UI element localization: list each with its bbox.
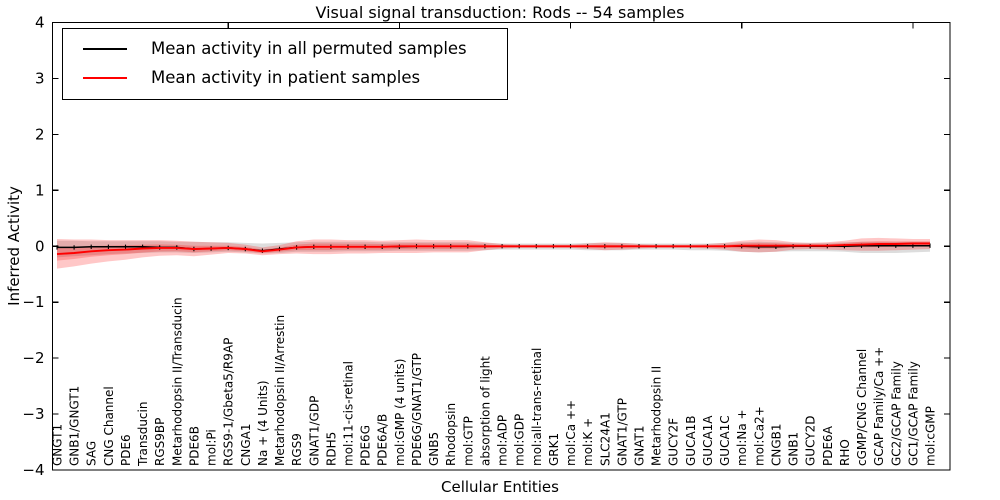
chart-title: Visual signal transduction: Rods -- 54 s… [315, 3, 685, 22]
category-label: Transducin [136, 402, 150, 467]
category-label: GNB1 [787, 432, 801, 466]
category-label: RHO [838, 439, 852, 466]
patient-mean-line [56, 242, 930, 256]
patient-band-outer [57, 237, 930, 269]
category-label: CNGB1 [769, 423, 783, 466]
category-label: GNGT1 [51, 424, 65, 466]
category-label: GNAT1/GDP [307, 396, 321, 466]
category-label: GCAP Family/Ca ++ [872, 347, 886, 466]
y-tick-label: −4 [22, 461, 44, 479]
category-label: Metarhodopsin II/Arrestin [273, 315, 287, 466]
category-label: mol:Ca2+ [752, 406, 766, 466]
category-label: CNGA1 [239, 424, 253, 467]
permuted-band [57, 240, 930, 258]
category-label: GNAT1/GTP [615, 398, 629, 466]
legend: Mean activity in all permuted samples Me… [62, 28, 508, 100]
category-label: GNB5 [427, 432, 441, 466]
category-label: GUCA1B [684, 415, 698, 466]
x-axis-title: Cellular Entities [441, 478, 559, 496]
category-label: RGS9 [290, 433, 304, 466]
category-label: GUCY2D [804, 416, 818, 466]
category-label: PDE6 [119, 434, 133, 466]
category-label: GNB1/GNGT1 [68, 386, 82, 466]
category-label: GNAT1 [633, 425, 647, 466]
category-label: mol:Pi [205, 429, 219, 466]
category-label: mol:all-trans-retinal [530, 348, 544, 466]
category-label: CNG Channel [102, 386, 116, 466]
category-label: mol:cGMP [924, 406, 938, 466]
category-label: mol:Ca ++ [564, 400, 578, 466]
category-label: GC1/GCAP Family [906, 361, 920, 466]
permuted-line-swatch [83, 47, 127, 50]
y-tick-label: 2 [35, 125, 45, 143]
category-label: mol:Na + [735, 409, 749, 466]
legend-item-permuted: Mean activity in all permuted samples [63, 34, 507, 63]
legend-item-patient: Mean activity in patient samples [63, 63, 507, 92]
category-label: mol:GDP [513, 414, 527, 466]
category-label: RGS9-1/Gbeta5/R9AP [222, 338, 236, 466]
category-label: SLC24A1 [598, 412, 612, 466]
category-label: RGS9BP [153, 418, 167, 466]
legend-label-patient: Mean activity in patient samples [151, 68, 421, 87]
y-tick-label: −3 [22, 405, 44, 423]
category-label: mol:11-cis-retinal [342, 361, 356, 466]
category-label: GUCA1A [701, 415, 715, 466]
y-axis-title: Inferred Activity [5, 186, 23, 306]
category-label: PDE6A [821, 425, 835, 466]
category-label: PDE6G/GNAT1/GTP [410, 353, 424, 466]
category-label: PDE6G [359, 425, 373, 466]
y-tick-label: 3 [35, 69, 45, 87]
category-label: GUCY2F [667, 418, 681, 466]
y-tick-label: 0 [35, 237, 45, 255]
y-tick-label: −1 [22, 293, 44, 311]
category-label: GC2/GCAP Family [889, 361, 903, 466]
patient-line-swatch [83, 76, 127, 79]
category-label: Na + (4 Units) [256, 380, 270, 466]
category-label: RDH5 [324, 432, 338, 466]
category-label: Metarhodopsin II/Transducin [170, 297, 184, 466]
category-label: cGMP/CNG Channel [855, 349, 869, 466]
y-tick-label: 4 [35, 14, 45, 32]
category-label: GRK1 [547, 433, 561, 466]
y-tick-label: 1 [35, 181, 45, 199]
category-label: mol:K + [581, 418, 595, 466]
category-label: mol:GMP (4 units) [393, 359, 407, 466]
category-label: absorption of light [478, 356, 492, 466]
category-label: SAG [85, 441, 99, 466]
y-tick-label: −2 [22, 349, 44, 367]
category-label: Rhodopsin [444, 403, 458, 466]
category-label: PDE6B [187, 426, 201, 466]
category-label: PDE6A/B [376, 414, 390, 466]
legend-label-permuted: Mean activity in all permuted samples [151, 39, 467, 58]
category-label: mol:GTP [461, 416, 475, 466]
category-label: mol:ADP [496, 415, 510, 466]
category-label: Metarhodopsin II [650, 366, 664, 466]
category-label: GUCA1C [718, 415, 732, 466]
